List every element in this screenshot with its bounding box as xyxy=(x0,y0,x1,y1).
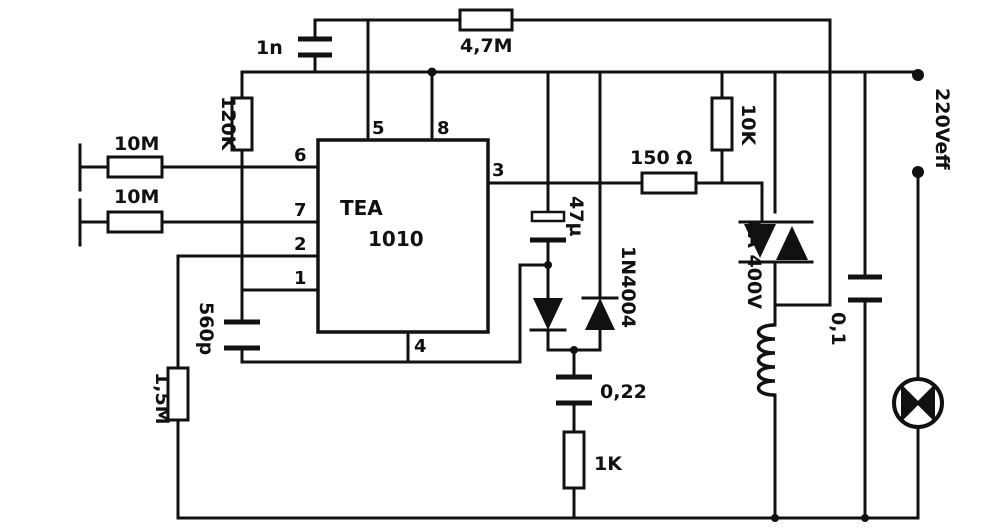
ic-body xyxy=(316,138,490,334)
ic-name: TEA xyxy=(340,196,383,220)
svg-text:1,5M: 1,5M xyxy=(151,372,173,425)
svg-text:47µ: 47µ xyxy=(565,196,587,236)
resistor-1k: 1K xyxy=(562,430,623,490)
ic-number: 1010 xyxy=(368,227,424,251)
svg-text:10M: 10M xyxy=(114,186,159,208)
svg-text:6A 400V: 6A 400V xyxy=(743,220,765,309)
svg-text:0,1: 0,1 xyxy=(827,312,849,346)
svg-text:10K: 10K xyxy=(737,104,759,146)
capacitor-0-1: 0,1 xyxy=(827,274,882,346)
svg-text:4,7M: 4,7M xyxy=(460,35,513,57)
svg-text:0,22: 0,22 xyxy=(600,381,647,403)
resistor-10m-b: 10M xyxy=(106,186,164,234)
svg-text:10M: 10M xyxy=(114,133,159,155)
svg-text:120K: 120K xyxy=(217,96,239,152)
resistor-4-7m: 4,7M xyxy=(458,8,514,57)
capacitor-1n: 1n xyxy=(256,36,332,59)
resistor-10m-a: 10M xyxy=(106,133,164,179)
svg-text:560p: 560p xyxy=(195,302,217,355)
resistor-1-5m: 1,5M xyxy=(151,366,190,425)
pin-7: 7 xyxy=(294,200,307,221)
triac: 6A 400V xyxy=(738,220,814,309)
pin-1: 1 xyxy=(294,268,307,289)
resistor-150-ohm: 150 Ω xyxy=(630,147,698,195)
pin-8: 8 xyxy=(437,118,450,139)
lamp xyxy=(892,377,944,429)
supply-label: 220Veff xyxy=(931,88,953,170)
pin-6: 6 xyxy=(294,145,307,166)
inductor xyxy=(756,323,776,397)
ic-tea1010: TEA 1010 5 8 6 7 2 1 3 4 xyxy=(294,118,505,357)
capacitor-0-22: 0,22 xyxy=(556,374,647,406)
diode-right xyxy=(581,296,619,330)
capacitor-560p: 560p xyxy=(195,302,260,355)
resistor-10k: 10K xyxy=(710,96,759,152)
junctions xyxy=(427,67,869,522)
supply-terminals xyxy=(912,69,924,178)
pin-4: 4 xyxy=(414,336,427,357)
wires xyxy=(78,18,920,520)
svg-text:1n: 1n xyxy=(256,37,283,59)
capacitor-47u: 47µ xyxy=(530,196,587,243)
pin-3: 3 xyxy=(492,160,505,181)
pin-2: 2 xyxy=(294,234,307,255)
diode-label: 1N4004 xyxy=(617,246,639,328)
resistor-120k: 120K xyxy=(217,96,254,152)
svg-text:150 Ω: 150 Ω xyxy=(630,147,692,169)
svg-text:1K: 1K xyxy=(594,453,623,475)
pin-5: 5 xyxy=(372,118,385,139)
diode-left xyxy=(529,298,567,332)
